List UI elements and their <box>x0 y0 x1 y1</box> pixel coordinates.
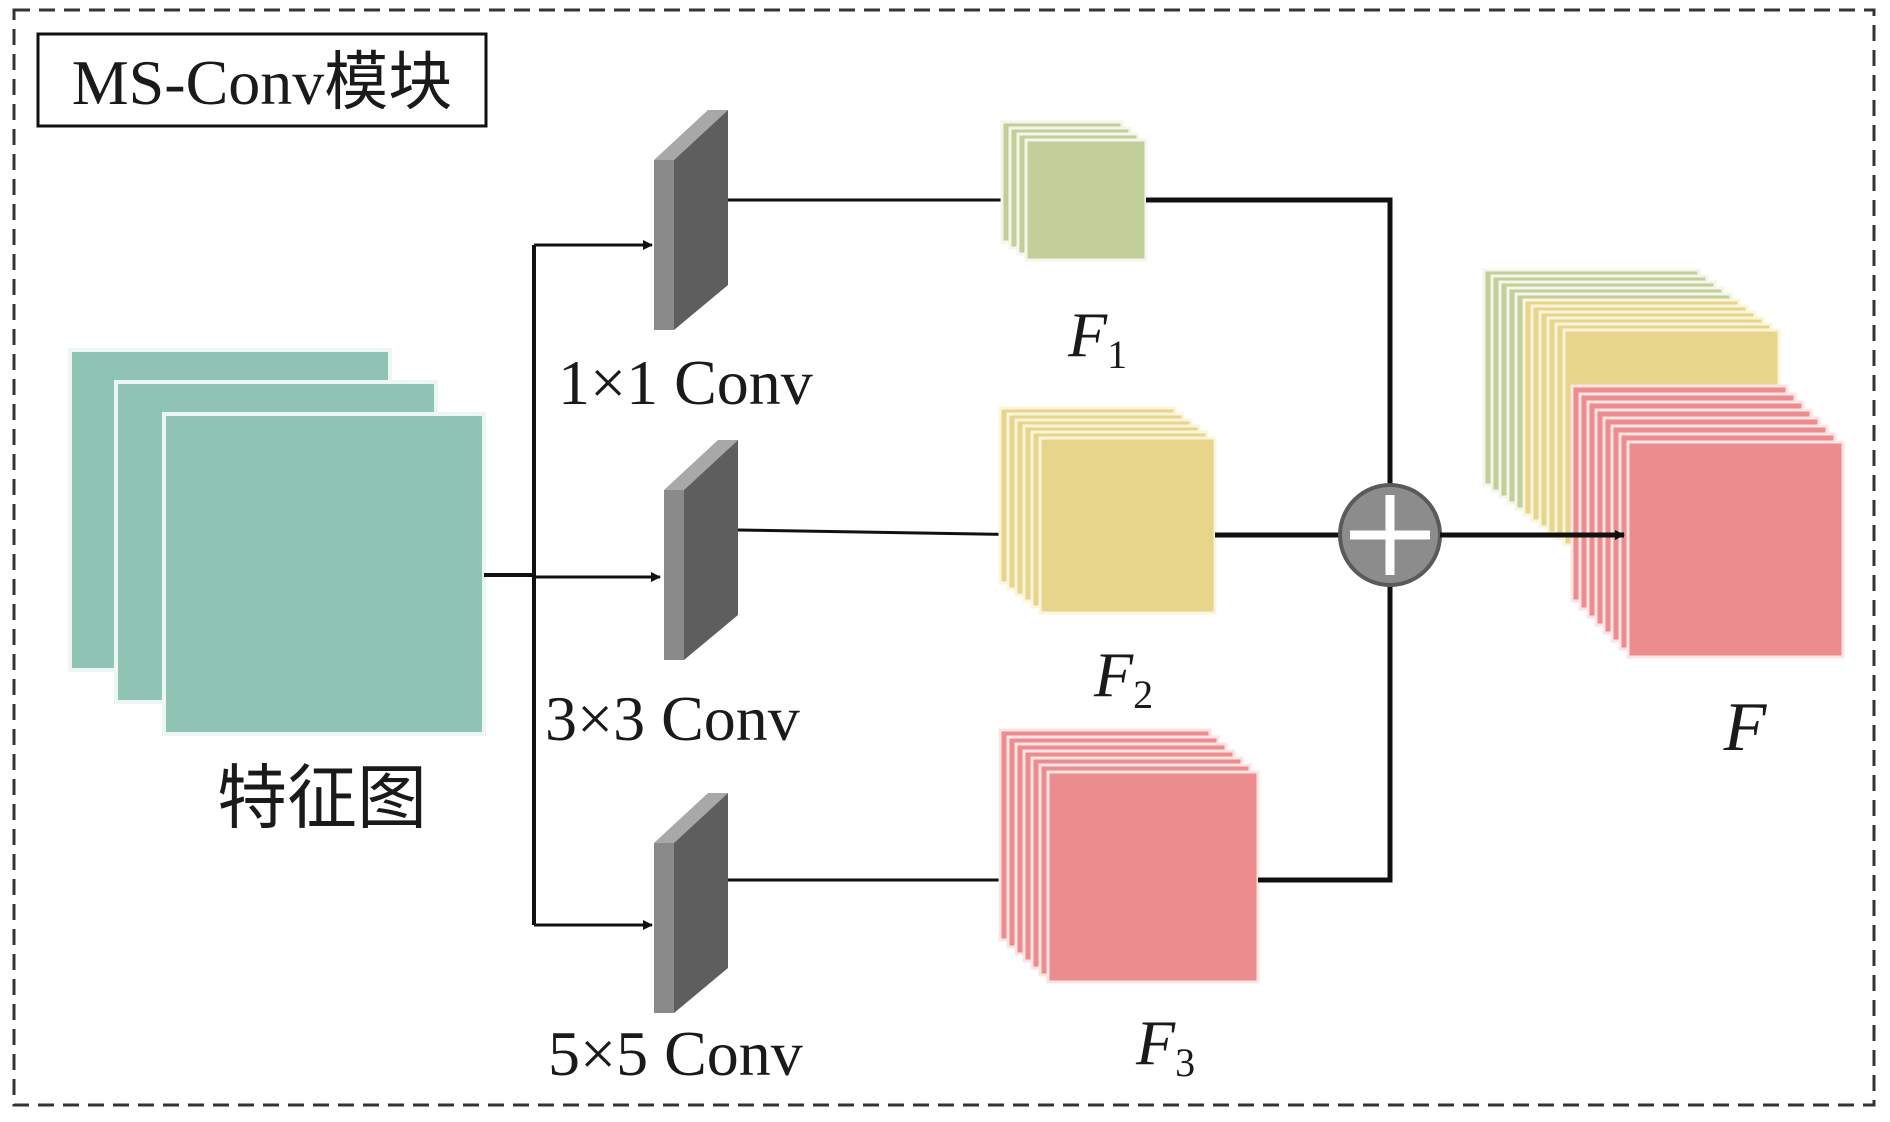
branch-input-arrows <box>534 240 661 930</box>
output-feature-maps <box>1482 268 1845 659</box>
input-feature-maps <box>68 348 486 736</box>
kernel-output-arrows <box>728 195 1045 885</box>
module-border <box>12 8 1876 1107</box>
merge-connectors <box>1146 197 1393 883</box>
f3-feature-maps <box>998 728 1260 984</box>
input-split-connector <box>484 245 536 925</box>
conv-label-5x5: 5×5 Conv <box>548 1018 803 1089</box>
f2-feature-maps <box>998 406 1217 615</box>
conv-kernel-icon <box>664 440 738 660</box>
conv-kernel-icon <box>654 110 728 330</box>
f3-label: F3 <box>1135 1007 1195 1085</box>
module-title: MS-Conv模块 <box>72 47 453 118</box>
f2-label: F2 <box>1093 639 1153 717</box>
conv-label-3x3: 3×3 Conv <box>545 683 800 754</box>
output-label: F <box>1723 689 1768 766</box>
conv-label-1x1: 1×1 Conv <box>558 347 813 418</box>
input-label: 特征图 <box>217 761 427 838</box>
f1-label: F1 <box>1067 299 1127 377</box>
circle-plus-icon <box>1338 483 1442 587</box>
module-title-box: MS-Conv模块 <box>36 32 488 128</box>
conv-kernel-icon <box>654 793 728 1013</box>
f1-feature-maps <box>1000 120 1148 262</box>
